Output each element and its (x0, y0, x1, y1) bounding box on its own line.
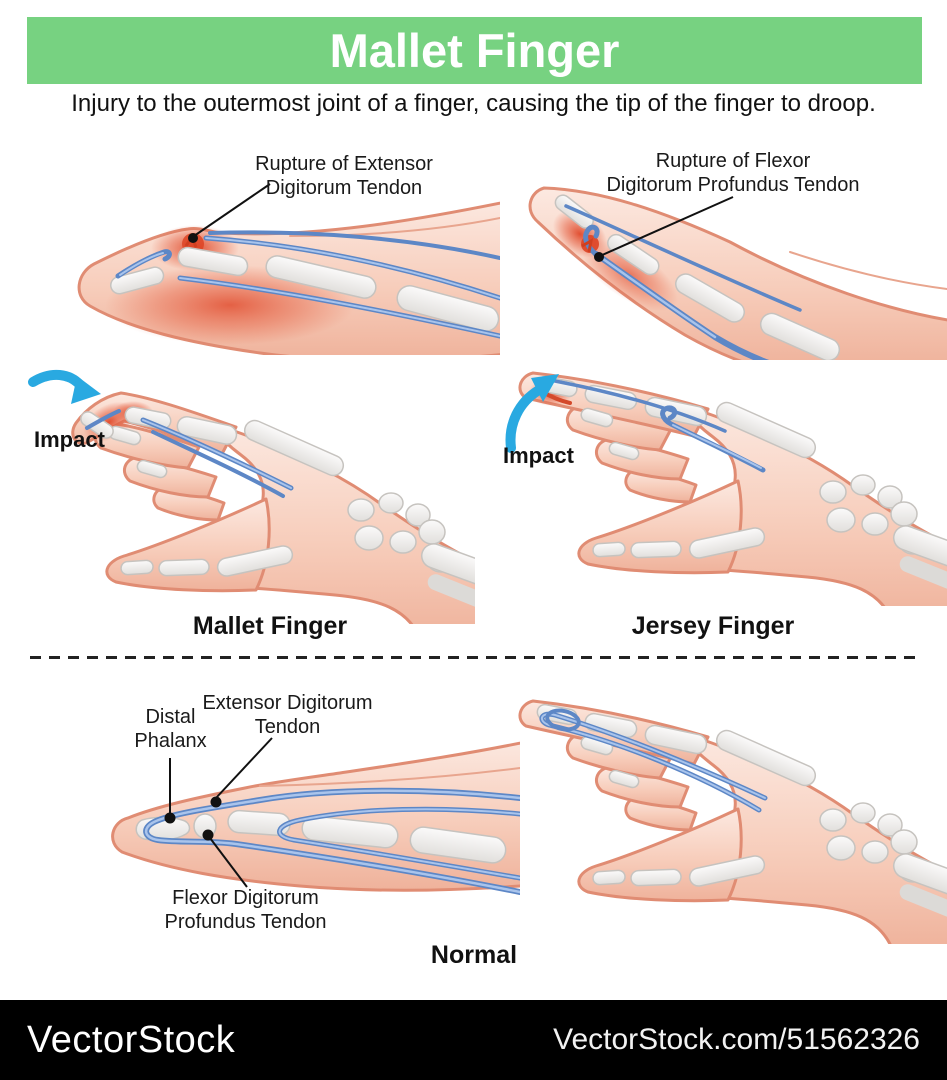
distal-phalanx-dot (164, 812, 176, 824)
normal-caption: Normal (430, 941, 518, 969)
vectorstock-logo: VectorStock (27, 1018, 236, 1061)
impact-arrow-icon (505, 374, 559, 453)
leader-line (599, 196, 734, 257)
watermark-bar: VectorStock VectorStock.com/51562326 (0, 1000, 947, 1080)
tendons (143, 787, 520, 895)
distal-phalanx-label-line1: Distal (145, 706, 196, 728)
extensor-tendon-label: Extensor Digitorum Tendon (185, 692, 390, 739)
flexor-tendon-label-line2: Profundus Tendon (164, 910, 327, 933)
jersey-rupture-label: Rupture of Flexor Digitorum Profundus Te… (598, 150, 868, 197)
section-divider (30, 656, 917, 659)
mallet-caption: Mallet Finger (192, 612, 348, 640)
vectorstock-credit: VectorStock.com/51562326 (553, 1023, 920, 1056)
page-subtitle: Injury to the outermost joint of a finge… (71, 90, 876, 117)
mallet-rupture-label: Rupture of Extensor Digitorum Tendon (224, 153, 464, 200)
distal-phalanx-label: Distal Phalanx (108, 706, 233, 753)
ruptured-extensor-tendon (85, 409, 294, 498)
extensor-leader-line (215, 737, 273, 799)
extensor-dot (210, 796, 222, 808)
mallet-rupture-label-line1: Rupture of Extensor (255, 153, 433, 175)
page-title: Mallet Finger (329, 24, 620, 77)
mallet-impact-label: Impact (34, 427, 105, 452)
rupture-point-dot (188, 233, 198, 243)
normal-hand-illustration (518, 699, 947, 944)
rupture-point-dot (594, 252, 604, 262)
ruptured-flexor-tendon (539, 379, 766, 473)
flexor-dot (202, 829, 214, 841)
ruptured-flexor-tendon (564, 204, 802, 360)
jersey-cross-section-illustration (528, 186, 947, 360)
jersey-hand-illustration (505, 371, 947, 606)
flexor-tendon-label-line1: Flexor Digitorum (172, 887, 319, 909)
jersey-rupture-label-line1: Rupture of Flexor (655, 150, 811, 172)
mallet-rupture-label-line2: Digitorum Tendon (265, 176, 423, 199)
jersey-rupture-label-line2: Digitorum Profundus Tendon (606, 173, 860, 196)
leader-line (193, 183, 271, 237)
distal-phalanx-label-line2: Phalanx (134, 729, 207, 752)
finger-bones (135, 809, 507, 864)
normal-cross-section-illustration (111, 737, 520, 895)
mallet-cross-section-illustration (77, 183, 500, 355)
flexor-leader-line (209, 837, 248, 888)
jersey-impact-label: Impact (503, 443, 574, 468)
impact-arrow-icon (28, 370, 101, 404)
tendons (539, 708, 768, 813)
ruptured-extensor-tendon (115, 230, 500, 339)
finger-skin (528, 186, 947, 360)
finger-bones (110, 246, 500, 332)
finger-bones (554, 194, 841, 360)
extensor-tendon-label-line1: Extensor Digitorum (202, 692, 373, 714)
jersey-caption: Jersey Finger (631, 612, 795, 640)
mallet-hand-illustration (28, 370, 475, 624)
flexor-tendon-label: Flexor Digitorum Profundus Tendon (143, 887, 348, 934)
title-banner: Mallet Finger (27, 17, 922, 84)
extensor-tendon-label-line2: Tendon (254, 715, 321, 738)
